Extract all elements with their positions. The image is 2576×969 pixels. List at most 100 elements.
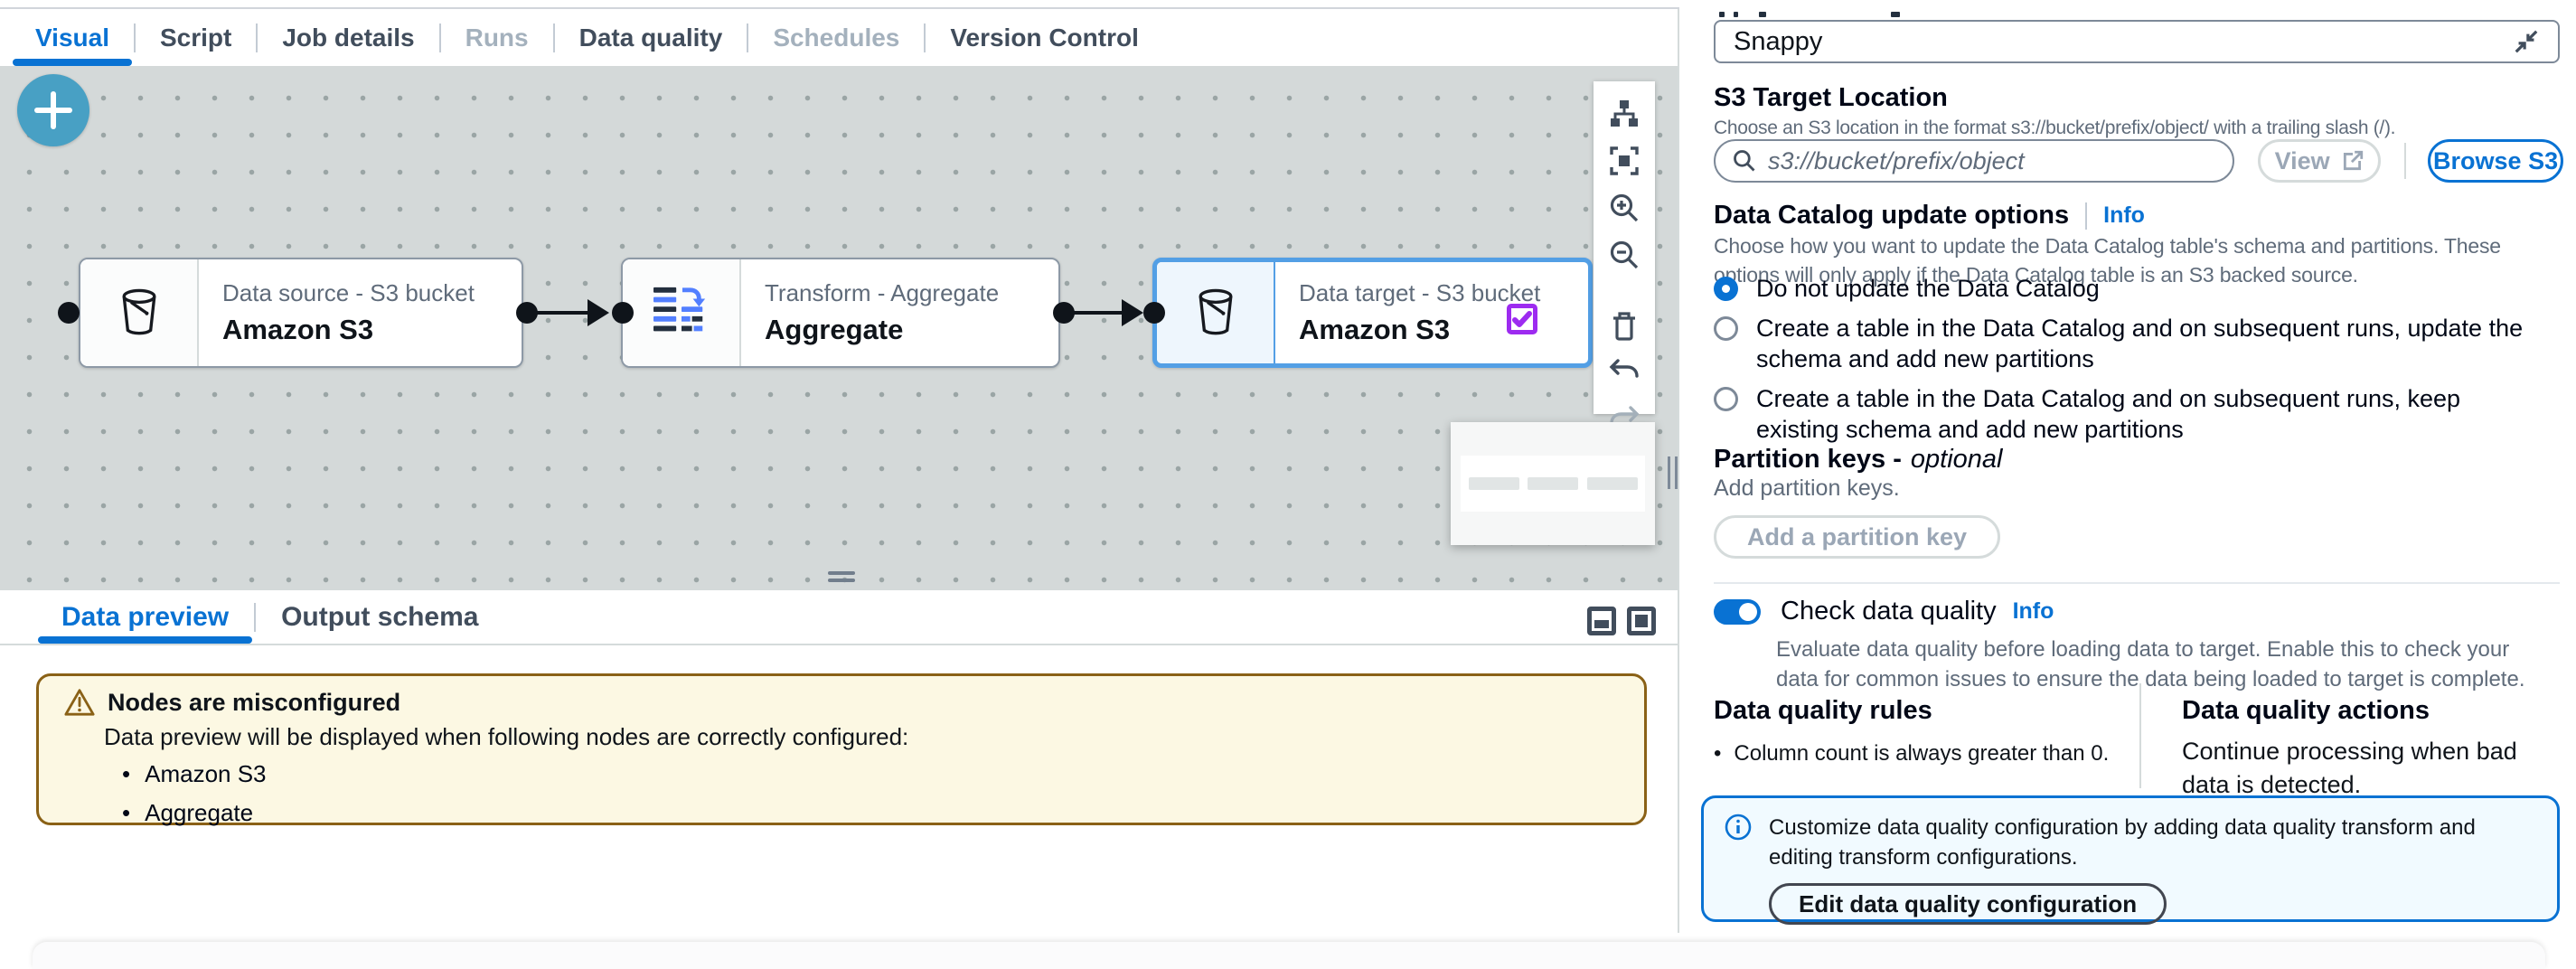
node-port bbox=[58, 302, 80, 324]
s3-bucket-icon bbox=[1157, 262, 1275, 363]
tab-version-control[interactable]: Version Control bbox=[950, 23, 1139, 52]
node-type-label: Data target - S3 bucket bbox=[1299, 279, 1541, 306]
data-quality-rules-heading: Data quality rules bbox=[1714, 696, 1932, 725]
clipped-label-fragment bbox=[1719, 9, 1990, 18]
maximize-panel-icon[interactable] bbox=[1627, 607, 1656, 635]
data-catalog-options-heading: Data Catalog update options bbox=[1714, 201, 2070, 230]
tab-data-preview[interactable]: Data preview bbox=[36, 590, 254, 644]
data-quality-actions-text: Continue processing when bad data is det… bbox=[2182, 738, 2517, 798]
panel-divider bbox=[1678, 9, 1679, 933]
fit-to-screen-icon[interactable] bbox=[1608, 145, 1641, 177]
compression-type-value: Snappy bbox=[1734, 26, 1823, 56]
s3-location-input[interactable] bbox=[1766, 146, 2217, 176]
job-graph-canvas[interactable]: .port{top:261px;} Data source - S3 bucke… bbox=[0, 66, 1678, 590]
node-type-label: Transform - Aggregate bbox=[765, 279, 1000, 306]
minimap-node bbox=[1469, 477, 1519, 490]
tab-runs[interactable]: Runs bbox=[465, 23, 529, 52]
warning-title: Nodes are misconfigured bbox=[108, 688, 401, 716]
edge-arrowhead bbox=[1122, 299, 1143, 326]
tab-job-details[interactable]: Job details bbox=[282, 23, 415, 52]
radio-create-update-schema[interactable]: Create a table in the Data Catalog and o… bbox=[1714, 313, 2545, 374]
edit-data-quality-configuration-button[interactable]: Edit data quality configuration bbox=[1769, 883, 2167, 925]
radio-selected-icon bbox=[1714, 277, 1738, 301]
add-partition-key-button[interactable]: Add a partition key bbox=[1714, 515, 2001, 559]
edge-arrowhead bbox=[588, 299, 609, 326]
check-data-quality-toggle[interactable] bbox=[1714, 598, 1761, 625]
data-quality-info-link[interactable]: Info bbox=[2012, 598, 2054, 624]
search-icon bbox=[1734, 150, 1755, 172]
edge-connector bbox=[527, 311, 590, 315]
radio-create-keep-schema[interactable]: Create a table in the Data Catalog and o… bbox=[1714, 383, 2545, 445]
trash-icon[interactable] bbox=[1608, 309, 1641, 342]
selected-check-icon bbox=[1507, 304, 1537, 334]
tab-script[interactable]: Script bbox=[159, 23, 232, 52]
minimize-panel-icon[interactable] bbox=[1587, 607, 1616, 635]
view-button[interactable]: View bbox=[2258, 139, 2382, 183]
tab-divider bbox=[924, 23, 926, 52]
undo-icon[interactable] bbox=[1608, 356, 1641, 389]
catalog-info-link[interactable]: Info bbox=[2103, 202, 2145, 228]
s3-bucket-icon bbox=[80, 259, 199, 366]
minimap-node bbox=[1587, 477, 1638, 490]
tab-divider bbox=[133, 23, 136, 52]
edge-connector bbox=[1064, 311, 1123, 315]
add-node-button[interactable] bbox=[17, 74, 89, 146]
column-divider bbox=[2139, 683, 2141, 788]
nodes-misconfigured-warning: Nodes are misconfigured Data preview wil… bbox=[36, 673, 1647, 827]
editor-tab-bar: Visual Script Job details Runs Data qual… bbox=[0, 9, 1678, 66]
layout-icon[interactable] bbox=[1608, 98, 1641, 130]
node-port bbox=[612, 302, 634, 324]
tab-visual[interactable]: Visual bbox=[11, 9, 134, 66]
browse-s3-button[interactable]: Browse S3 bbox=[2428, 139, 2563, 183]
tab-divider bbox=[254, 602, 257, 632]
zoom-in-icon[interactable] bbox=[1608, 192, 1641, 224]
warning-node-item: Amazon S3 bbox=[122, 760, 1619, 788]
node-transform-aggregate[interactable]: Transform - Aggregate Aggregate bbox=[621, 258, 1060, 368]
partition-keys-heading: Partition keys -optional bbox=[1714, 445, 2003, 474]
panel-resize-handle-horizontal[interactable] bbox=[828, 571, 855, 586]
tab-output-schema[interactable]: Output schema bbox=[281, 601, 479, 632]
canvas-toolbar bbox=[1594, 81, 1655, 425]
preview-tab-bar: Data preview Output schema bbox=[0, 590, 1678, 645]
node-name: Amazon S3 bbox=[222, 314, 374, 345]
s3-location-search-field[interactable] bbox=[1714, 139, 2235, 183]
bottom-panel-edge bbox=[33, 942, 2545, 969]
button-divider bbox=[2404, 143, 2407, 179]
radio-unselected-icon bbox=[1714, 387, 1738, 411]
check-data-quality-label: Check data quality bbox=[1781, 597, 1997, 626]
data-quality-actions-heading: Data quality actions bbox=[2182, 696, 2430, 725]
node-name: Aggregate bbox=[765, 314, 904, 345]
warning-node-list: Amazon S3 Aggregate bbox=[122, 760, 1619, 827]
canvas-minimap[interactable] bbox=[1451, 422, 1655, 545]
properties-panel: Snappy S3 Target Location Choose an S3 l… bbox=[1679, 0, 2576, 969]
data-catalog-options-description: Choose how you want to update the Data C… bbox=[1714, 234, 2501, 287]
data-quality-info-banner: Customize data quality configuration by … bbox=[1701, 795, 2560, 925]
radio-do-not-update[interactable]: Do not update the Data Catalog bbox=[1714, 273, 2545, 304]
node-data-target-s3[interactable]: Data target - S3 bucket Amazon S3 bbox=[1152, 258, 1593, 368]
minimap-node bbox=[1528, 477, 1578, 490]
warning-node-item: Aggregate bbox=[122, 799, 1619, 827]
redo-icon[interactable] bbox=[1608, 403, 1641, 436]
node-type-label: Data source - S3 bucket bbox=[222, 279, 475, 306]
warning-description: Data preview will be displayed when foll… bbox=[104, 723, 909, 750]
plus-icon bbox=[51, 91, 56, 129]
partition-keys-description: Add partition keys. bbox=[1714, 475, 1900, 501]
tab-schedules[interactable]: Schedules bbox=[773, 23, 900, 52]
external-link-icon bbox=[2343, 150, 2363, 171]
info-icon bbox=[1725, 814, 1752, 841]
zoom-out-icon[interactable] bbox=[1608, 239, 1641, 271]
compress-icon bbox=[2513, 28, 2540, 55]
s3-target-location-description: Choose an S3 location in the format s3:/… bbox=[1714, 118, 2396, 138]
warning-icon bbox=[64, 689, 95, 716]
data-quality-rule-item: Column count is always greater than 0. bbox=[1714, 739, 2139, 769]
heading-divider bbox=[2085, 202, 2088, 230]
tab-data-quality[interactable]: Data quality bbox=[578, 23, 723, 52]
tab-divider bbox=[256, 23, 259, 52]
node-name: Amazon S3 bbox=[1299, 314, 1451, 345]
tab-divider bbox=[438, 23, 441, 52]
node-data-source-s3[interactable]: Data source - S3 bucket Amazon S3 bbox=[79, 258, 523, 368]
panel-resize-handle-vertical[interactable] bbox=[1668, 456, 1678, 489]
radio-unselected-icon bbox=[1714, 316, 1738, 341]
compression-type-select[interactable]: Snappy bbox=[1714, 20, 2560, 63]
catalog-update-radio-group: Do not update the Data Catalog Create a … bbox=[1714, 273, 2545, 445]
